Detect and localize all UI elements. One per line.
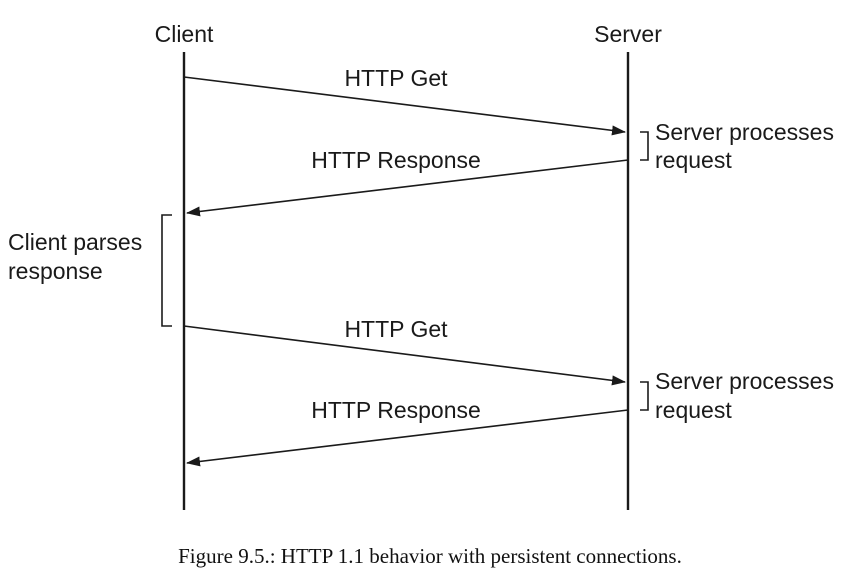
http-response-label-2: HTTP Response <box>311 397 481 423</box>
http-get-arrow-1 <box>183 76 626 136</box>
server-processes-label-1: Server processes <box>655 119 834 145</box>
server-processes-request-label-1: request <box>655 147 732 173</box>
client-parses-label: Client parses <box>8 229 142 255</box>
server-processes-label-2: Server processes <box>655 368 834 394</box>
server-label: Server <box>594 21 662 47</box>
client-parsing-bracket <box>161 214 172 327</box>
server-processes-request-label-2: request <box>655 397 732 423</box>
http-response-arrow-1 <box>186 159 629 217</box>
http-get-arrow-2 <box>183 325 626 386</box>
client-parses-response-label: response <box>8 258 103 284</box>
http-get-label-1: HTTP Get <box>344 65 448 91</box>
client-label: Client <box>155 21 214 47</box>
figure-caption: Figure 9.5.: HTTP 1.1 behavior with pers… <box>178 544 682 568</box>
server-processing-bracket-2 <box>640 381 649 411</box>
http-response-label-1: HTTP Response <box>311 147 481 173</box>
http-response-arrow-2 <box>186 409 629 467</box>
server-processing-bracket-1 <box>640 131 649 161</box>
http-get-label-2: HTTP Get <box>344 316 448 342</box>
